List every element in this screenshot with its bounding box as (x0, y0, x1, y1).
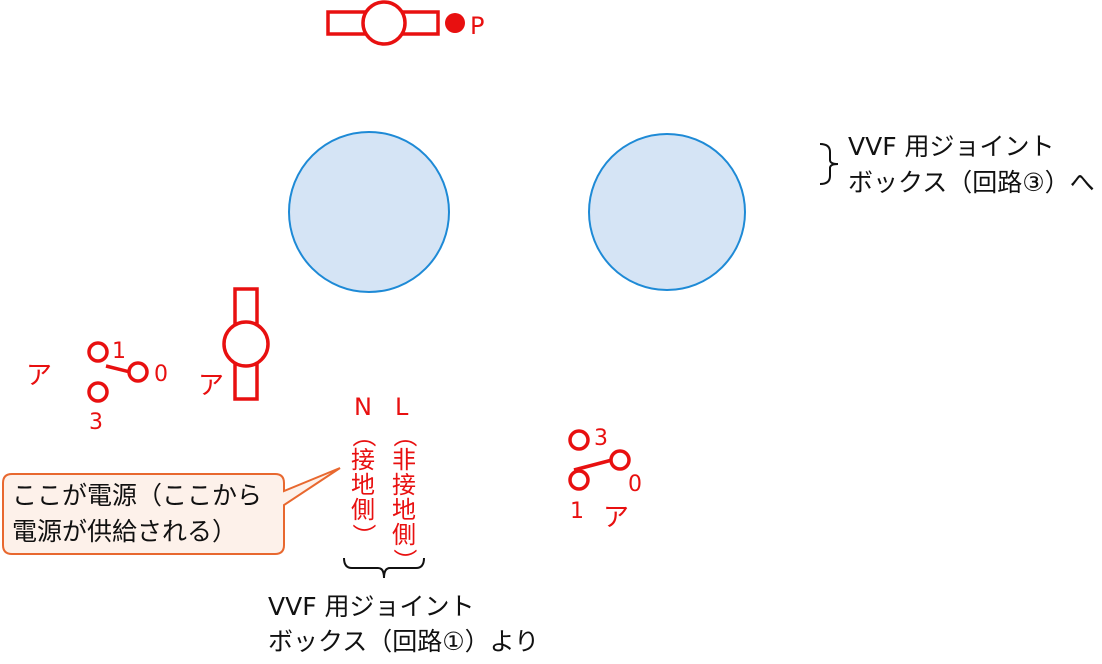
neutral-letter: N (354, 393, 372, 421)
neutral-char-0: （ (349, 423, 378, 448)
switch-left-label: ア (26, 361, 52, 391)
from-box-line2: ボックス（回路①）より (268, 627, 539, 656)
neutral-char-3: 側 (351, 496, 375, 524)
live-char-5: ） (390, 548, 419, 573)
live-vertical-label: （ 非 接 地 側 ） (389, 423, 419, 573)
light-fixture-label: ア (198, 371, 224, 401)
live-char-0: （ (390, 423, 419, 448)
callout-bubble (2, 467, 341, 555)
neutral-char-4: ） (349, 523, 378, 548)
joint-box-right (588, 133, 746, 291)
switch-right-label: ア (603, 503, 629, 533)
three-way-switch-right (568, 429, 631, 491)
live-char-3: 地 (392, 496, 416, 524)
switch-left-pos1: 1 (112, 339, 126, 364)
switch-right-pos1: 1 (570, 499, 584, 524)
neutral-char-2: 地 (351, 471, 375, 499)
switch-right-pos0: 0 (628, 472, 642, 497)
switch-left-pos3: 3 (89, 410, 103, 435)
pilot-lamp-symbol (326, 0, 465, 46)
light-fixture-symbol (222, 287, 270, 401)
pilot-lamp-label: P (470, 12, 484, 40)
switch-right-pos3: 3 (594, 426, 608, 451)
joint-box-left (288, 131, 450, 293)
from-box-line1: VVF 用ジョイント (268, 592, 475, 621)
callout-line1: ここが電源（ここから (12, 481, 262, 510)
neutral-char-1: 接 (351, 446, 375, 474)
brace-right (819, 143, 839, 185)
live-char-4: 側 (392, 521, 416, 549)
live-char-1: 非 (392, 446, 416, 474)
live-char-2: 接 (392, 471, 416, 499)
three-way-switch-left (87, 341, 149, 403)
live-letter: L (395, 393, 409, 421)
neutral-vertical-label: （ 接 地 側 ） (348, 423, 378, 548)
to-box-line1: VVF 用ジョイント (848, 132, 1055, 161)
to-box-line2: ボックス（回路③）へ (848, 168, 1095, 197)
callout-line2: 電源が供給される） (12, 517, 237, 546)
switch-left-pos0: 0 (154, 362, 168, 387)
brace-bottom (343, 557, 425, 579)
